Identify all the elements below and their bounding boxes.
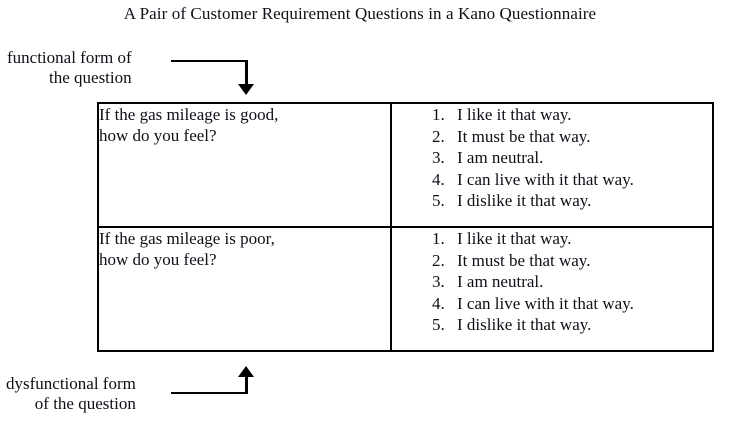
option-label: I like it that way.	[457, 105, 572, 124]
question-text: If the gas mileage is good, how do you f…	[99, 105, 279, 145]
option-number: 4.	[432, 169, 445, 189]
list-item[interactable]: 4. I can live with it that way.	[432, 169, 712, 191]
functional-form-callout-line2: the question	[49, 68, 132, 87]
option-number: 3.	[432, 272, 445, 291]
question-cell-dysfunctional: If the gas mileage is poor, how do you f…	[97, 226, 392, 352]
question-cell-functional: If the gas mileage is good, how do you f…	[97, 102, 392, 228]
option-label: It must be that way.	[457, 126, 591, 146]
figure-title: A Pair of Customer Requirement Questions…	[123, 4, 597, 23]
list-item[interactable]: 5. I dislike it that way.	[432, 314, 712, 336]
table-row: If the gas mileage is poor, how do you f…	[97, 226, 714, 352]
question-text: If the gas mileage is poor, how do you f…	[99, 229, 275, 269]
option-number: 1.	[432, 229, 445, 248]
table-row: If the gas mileage is good, how do you f…	[97, 102, 714, 228]
answer-options-list: 1. I like it that way. 2. It must be that …	[392, 104, 712, 212]
list-item[interactable]: 2. It must be that way.	[432, 126, 712, 148]
functional-form-callout: functional form of the question	[7, 48, 132, 88]
list-item[interactable]: 2. It must be that way.	[432, 250, 712, 272]
answers-cell-dysfunctional: 1. I like it that way. 2. It must be that …	[390, 226, 714, 352]
arrow-up-icon	[238, 366, 254, 377]
kano-questionnaire-table: If the gas mileage is good, how do you f…	[97, 102, 714, 352]
option-label: I am neutral.	[457, 148, 544, 167]
functional-leader-vertical	[245, 60, 248, 86]
list-item[interactable]: 3. I am neutral.	[432, 271, 712, 293]
option-number: 5.	[432, 191, 445, 210]
option-number: 1.	[432, 105, 445, 124]
functional-form-callout-line1: functional form of	[7, 48, 132, 67]
option-number: 2.	[432, 126, 445, 146]
arrow-down-icon	[238, 84, 254, 95]
dysfunctional-leader-vertical	[245, 377, 248, 394]
functional-leader-horizontal	[171, 60, 248, 62]
answer-options-list: 1. I like it that way. 2. It must be that …	[392, 228, 712, 336]
option-number: 4.	[432, 293, 445, 313]
option-label: I dislike it that way.	[457, 191, 592, 210]
option-label: I like it that way.	[457, 229, 572, 248]
option-label: I am neutral.	[457, 272, 544, 291]
list-item[interactable]: 3. I am neutral.	[432, 147, 712, 169]
list-item[interactable]: 4. I can live with it that way.	[432, 293, 712, 315]
option-number: 3.	[432, 148, 445, 167]
dysfunctional-form-callout: dysfunctional form of the question	[6, 374, 136, 414]
list-item[interactable]: 5. I dislike it that way.	[432, 190, 712, 212]
option-label: It must be that way.	[457, 250, 591, 270]
dysfunctional-form-callout-line2: of the question	[34, 394, 136, 413]
dysfunctional-leader-horizontal	[171, 392, 248, 394]
option-label: I dislike it that way.	[457, 315, 592, 334]
dysfunctional-form-callout-line1: dysfunctional form	[6, 374, 136, 393]
answers-cell-functional: 1. I like it that way. 2. It must be that …	[390, 102, 714, 228]
option-label: I can live with it that way.	[457, 169, 634, 189]
option-number: 5.	[432, 315, 445, 334]
option-number: 2.	[432, 250, 445, 270]
list-item[interactable]: 1. I like it that way.	[432, 104, 712, 126]
option-label: I can live with it that way.	[457, 293, 634, 313]
list-item[interactable]: 1. I like it that way.	[432, 228, 712, 250]
